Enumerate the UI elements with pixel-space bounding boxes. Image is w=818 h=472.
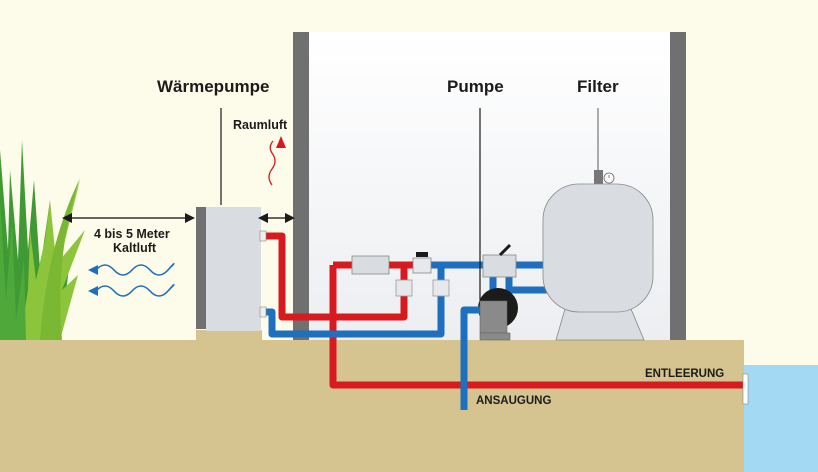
heat-pump-unit [196,207,261,331]
label-room-air: Raumluft [233,118,288,132]
label-cold-air: Kaltluft [113,241,157,255]
wall-right [670,32,686,340]
label-distance: 4 bis 5 Meter [94,227,170,241]
label-heat-pump: Wärmepumpe [157,77,270,96]
label-suction: ANSAUGUNG [476,395,552,407]
pump-unit [464,288,518,341]
wall-gap-arrow [258,213,295,223]
heat-pump-base [196,330,262,342]
multiport-valve-icon [482,243,517,278]
label-pump: Pumpe [447,77,504,96]
drain-outlet [742,373,749,405]
bypass-fitting-hot [395,279,413,297]
ground [0,340,744,472]
label-filter: Filter [577,77,619,96]
valve-icon [412,252,432,274]
room-air-arrow-icon [268,136,286,186]
pool-water [744,365,818,472]
filter-tank [542,170,654,341]
distance-arrow [62,213,195,223]
wall-left [293,32,309,340]
bypass-fitting-cold [432,279,450,297]
label-drain: ENTLEERUNG [645,368,725,380]
grass-icon [0,140,85,340]
hp-outlet-connector [259,230,267,242]
hp-inlet-connector [259,306,267,318]
inline-heater [351,255,390,275]
cold-air-arrow-icon [88,262,175,297]
